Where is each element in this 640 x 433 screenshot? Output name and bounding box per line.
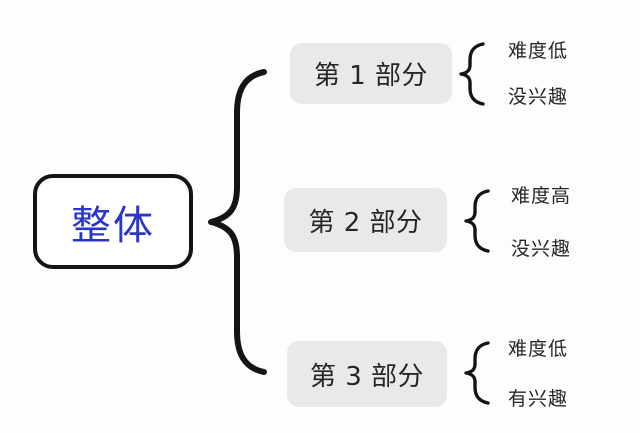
part-node-3-label: 第 3 部分	[309, 361, 425, 392]
root-node: 整体	[33, 174, 193, 269]
curly-brace-icon	[459, 42, 485, 106]
part-node-2-label: 第 2 部分	[308, 207, 423, 238]
root-node-label: 整体	[71, 202, 155, 249]
leaf-part1-difficulty: 难度低	[508, 40, 569, 62]
main-brace	[204, 67, 270, 377]
curly-brace-icon	[208, 69, 267, 375]
part-node-1: 第 1 部分	[290, 43, 452, 104]
leaf-part2-difficulty: 难度高	[511, 185, 572, 207]
part-node-2: 第 2 部分	[284, 188, 447, 252]
part-node-1-label: 第 1 部分	[313, 61, 429, 91]
part-node-3: 第 3 部分	[287, 341, 447, 407]
curly-brace-icon	[464, 341, 490, 405]
curly-brace-icon	[464, 189, 490, 253]
part-2-brace	[462, 188, 492, 254]
part-3-brace	[462, 340, 492, 406]
leaf-part3-difficulty: 难度低	[508, 338, 569, 360]
leaf-part3-interest: 有兴趣	[508, 388, 569, 410]
part-1-brace	[457, 41, 487, 107]
leaf-part1-interest: 没兴趣	[508, 86, 569, 108]
leaf-part2-interest: 没兴趣	[511, 238, 572, 260]
